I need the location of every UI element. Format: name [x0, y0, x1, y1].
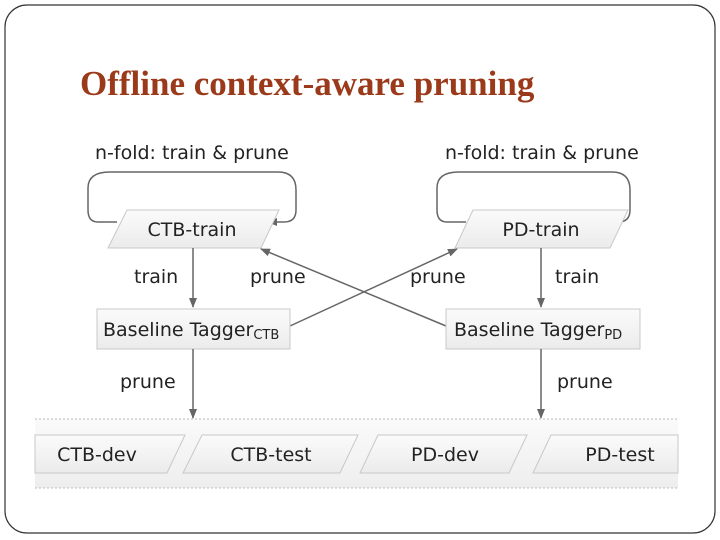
ctb-dev-node: [34, 434, 186, 474]
pd-dev-label: PD-dev: [411, 444, 479, 466]
baseline-tagger-ctb-label: Baseline TaggerCTB: [103, 319, 279, 343]
baseline-tagger-pd-label: Baseline TaggerPD: [454, 319, 622, 343]
ctb-train-node: [107, 209, 280, 249]
edge-label-train-right: train: [555, 266, 599, 288]
ctb-train-label: CTB-train: [148, 219, 237, 241]
edge-label-prune-down-left: prune: [120, 371, 176, 393]
loop-label-ctb: n-fold: train & prune: [95, 142, 289, 164]
edge-label-prune-down-right: prune: [557, 371, 613, 393]
prune-arrow-pd-to-ctb: [260, 248, 447, 327]
prune-arrow-ctb-to-pd: [289, 248, 458, 327]
pd-test-label: PD-test: [585, 444, 654, 466]
pd-train-label: PD-train: [502, 219, 579, 241]
ctb-test-label: CTB-test: [230, 444, 311, 466]
ctb-dev-label: CTB-dev: [57, 444, 137, 466]
loop-label-pd: n-fold: train & prune: [445, 142, 639, 164]
pd-train-node: [454, 209, 629, 249]
edge-label-train-left: train: [134, 266, 178, 288]
edge-label-prune-cross-right: prune: [410, 266, 466, 288]
slide-border: [4, 4, 716, 534]
ctb-test-node: [182, 434, 359, 474]
baseline-tagger-pd-node: [445, 308, 641, 350]
loop-arrow-ctb: [87, 171, 297, 226]
baseline-tagger-ctb-node: [96, 308, 291, 350]
loop-arrow-pd: [436, 171, 631, 226]
edge-label-prune-cross-left: prune: [250, 266, 306, 288]
pd-test-node: [532, 434, 679, 474]
slide-title: Offline context-aware pruning: [80, 64, 535, 103]
pd-dev-node: [359, 434, 528, 474]
